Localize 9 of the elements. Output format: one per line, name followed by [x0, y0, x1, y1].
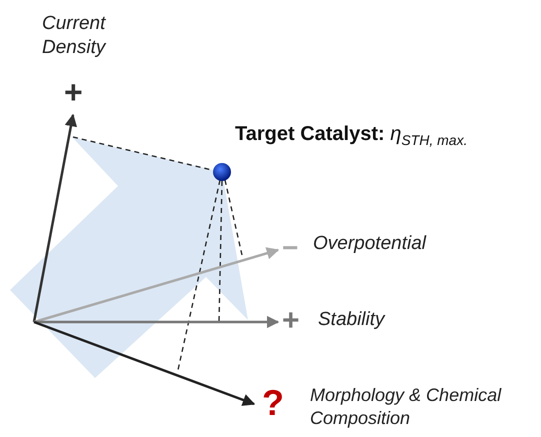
axis-label: Morphology & Chemical Composition [310, 384, 502, 429]
minus-sign: − [282, 231, 298, 265]
axis-label: Current Density [42, 12, 108, 60]
axis-label: Stability [318, 308, 385, 332]
axis-label: Overpotential [313, 232, 426, 256]
plus-sign: + [282, 303, 300, 339]
question-mark: ? [262, 381, 284, 425]
plus-sign: + [64, 73, 83, 112]
catalyst-label: Target Catalyst: η$_{STH, max.}$ [235, 122, 468, 150]
